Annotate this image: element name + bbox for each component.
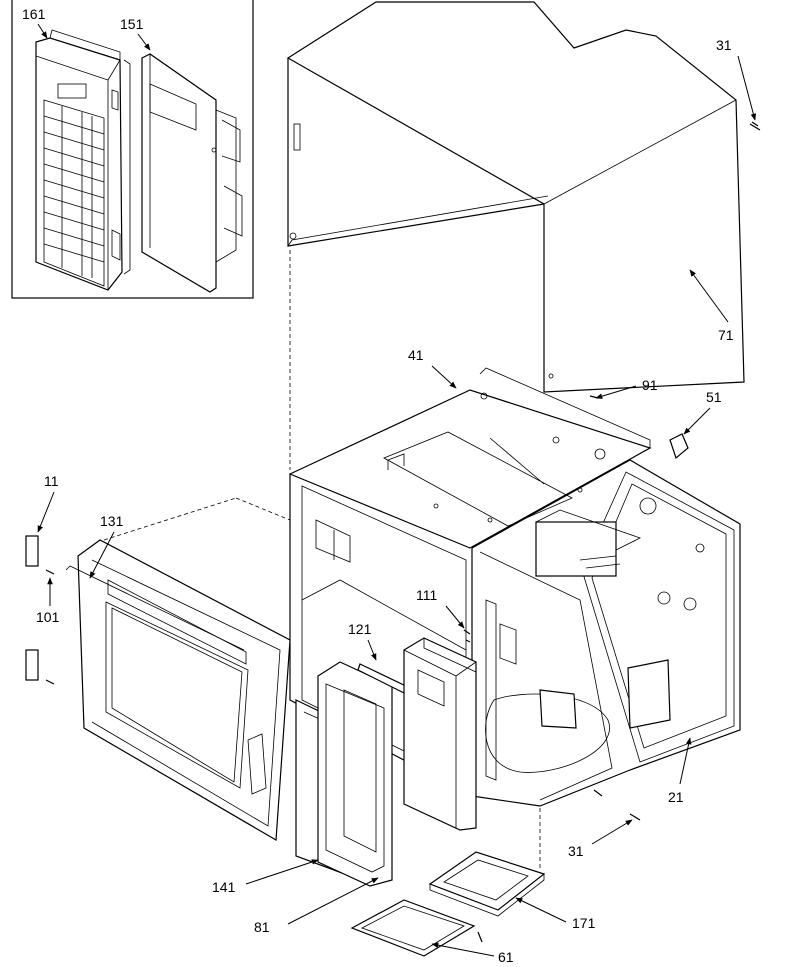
callout-111: 111 [416,587,437,603]
keypad-panel-part [35,29,131,291]
screw-top-right [749,121,761,131]
bottom-plate-part [350,899,483,957]
callout-91: 91 [642,377,658,393]
callout-131: 131 [100,513,124,529]
callout-61: 61 [498,949,514,965]
side-frame-part [471,448,741,807]
callout-31-top: 31 [716,37,732,53]
callout-121: 121 [348,621,372,637]
callout-31-bottom: 31 [568,843,584,859]
callout-171: 171 [572,915,596,931]
control-frame-part [317,661,393,887]
control-board-part [141,53,243,293]
callout-101: 101 [36,609,60,625]
callout-41: 41 [408,347,424,363]
callout-21: 21 [668,789,684,805]
callout-11: 11 [44,473,59,489]
tray-part [428,851,546,917]
door-assembly-part [65,497,291,842]
callout-51: 51 [706,389,722,405]
callout-141: 141 [212,879,236,895]
callout-151: 151 [120,16,144,32]
latch-part [669,433,689,460]
trim-piece-lower [25,649,39,681]
callout-161: 161 [22,6,46,22]
outer-cabinet-part [286,1,745,393]
control-panel-inset: 161 151 [11,0,254,299]
controller-module-part [403,629,477,831]
callout-71: 71 [718,327,734,343]
callout-81: 81 [254,919,270,935]
trim-piece-upper [25,535,39,567]
